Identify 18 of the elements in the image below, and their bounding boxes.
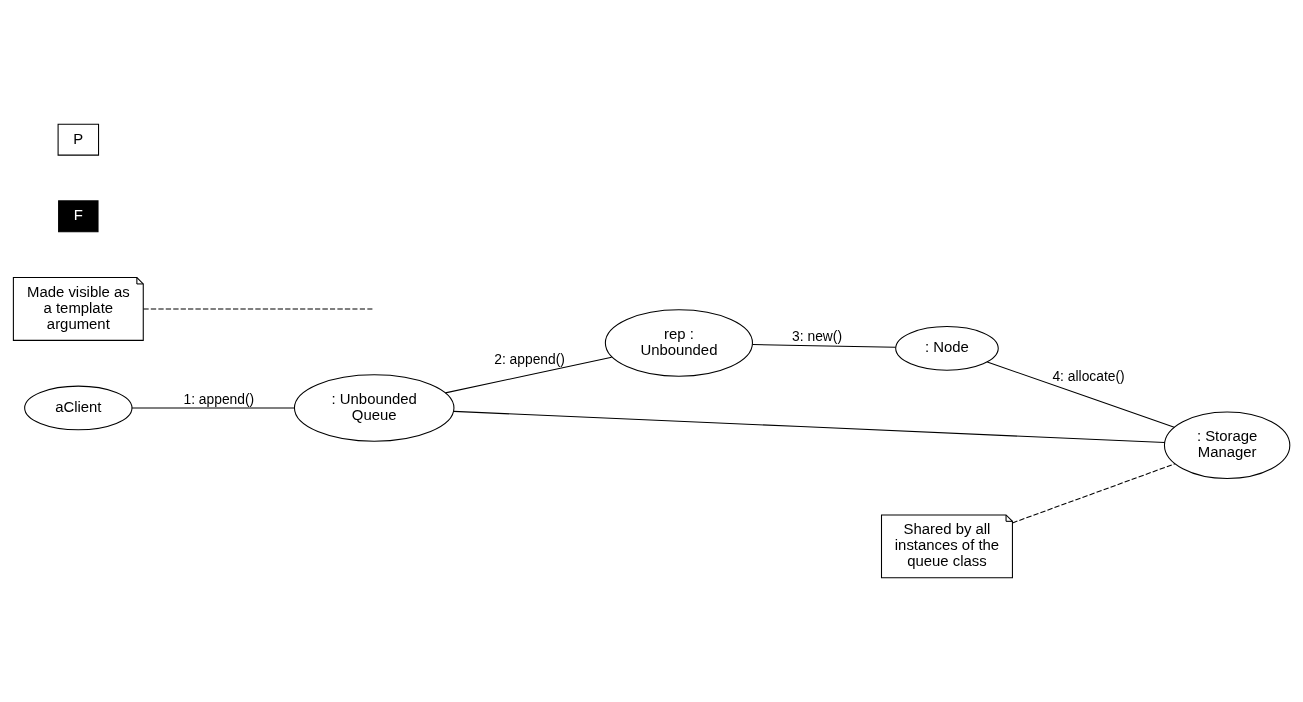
node-ellipse: aClient — [24, 385, 133, 431]
connector — [131, 407, 295, 409]
connector — [142, 308, 374, 310]
connector — [444, 356, 613, 394]
connector — [1012, 463, 1176, 524]
connector — [453, 410, 1166, 444]
connector — [986, 361, 1175, 428]
node-ellipse: : Node — [895, 326, 999, 371]
node-ellipse: : Storage Manager — [1163, 411, 1291, 479]
edge-label: 2: append() — [494, 350, 565, 367]
edge-label: 3: new() — [792, 328, 843, 345]
node-ellipse: rep : Unbounded — [604, 309, 753, 377]
label: P — [73, 130, 84, 147]
node-ellipse: : Unbounded Queue — [293, 374, 455, 442]
edge-label: 1: append() — [183, 391, 255, 408]
label: F — [73, 207, 83, 224]
connector — [752, 343, 897, 348]
edge-label: 4: allocate() — [1052, 367, 1125, 384]
